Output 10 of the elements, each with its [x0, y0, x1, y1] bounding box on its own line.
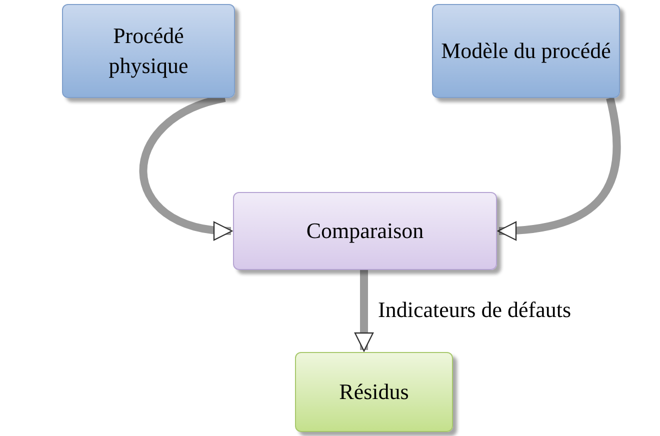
block-arrow	[497, 97, 621, 240]
box-label: Résidus	[338, 378, 410, 406]
box-label: Procédé physique	[108, 22, 190, 80]
box-label: Modèle du procédé	[440, 37, 612, 65]
rounded-box	[295, 352, 453, 432]
rounded-box	[62, 4, 235, 98]
block-arrow	[354, 270, 374, 352]
rounded-box	[233, 192, 497, 270]
box-label: Comparaison	[305, 217, 425, 245]
rounded-box	[432, 4, 620, 98]
